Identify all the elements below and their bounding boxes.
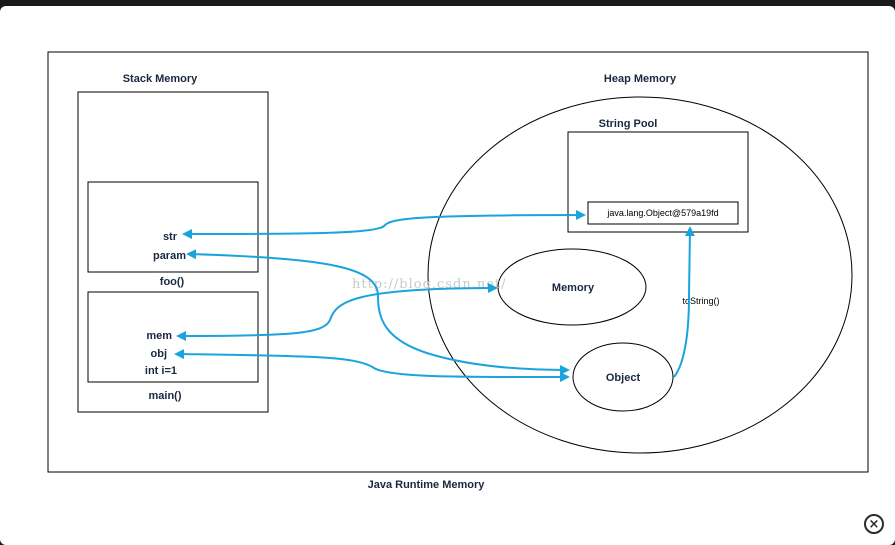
runtime-memory-caption: Java Runtime Memory <box>368 479 486 491</box>
heap-memory-ellipse <box>427 96 853 454</box>
string-pool-box <box>567 131 749 233</box>
var-int-i: int i=1 <box>145 365 177 377</box>
memory-object-label: Memory <box>552 282 595 294</box>
tostring-label: toString() <box>682 296 719 306</box>
heap-memory-title: Heap Memory <box>604 73 677 85</box>
object-ellipse <box>572 342 674 412</box>
close-button[interactable]: × <box>864 514 884 534</box>
object-label: Object <box>606 372 641 384</box>
arrow-param-to-object <box>186 249 570 375</box>
runtime-memory-box <box>47 51 869 473</box>
arrow-object-tostring <box>673 226 695 378</box>
var-param: param <box>153 250 186 262</box>
stack-memory-title: Stack Memory <box>123 73 198 85</box>
main-frame-label: main() <box>149 390 182 402</box>
var-obj: obj <box>151 348 168 360</box>
string-value: java.lang.Object@579a19fd <box>606 208 718 218</box>
close-icon: × <box>868 516 880 532</box>
java-memory-diagram: Stack Memory str param foo() mem obj int… <box>47 51 869 491</box>
arrow-obj-to-object <box>174 349 570 383</box>
string-pool-title: String Pool <box>599 118 658 130</box>
var-str: str <box>163 231 178 243</box>
string-value-box <box>587 201 739 225</box>
foo-frame-label: foo() <box>160 276 185 288</box>
arrow-mem-to-memory <box>176 283 498 341</box>
var-mem: mem <box>146 330 172 342</box>
lightbox-frame: Stack Memory str param foo() mem obj int… <box>0 6 895 545</box>
arrow-str-to-string <box>182 210 586 239</box>
